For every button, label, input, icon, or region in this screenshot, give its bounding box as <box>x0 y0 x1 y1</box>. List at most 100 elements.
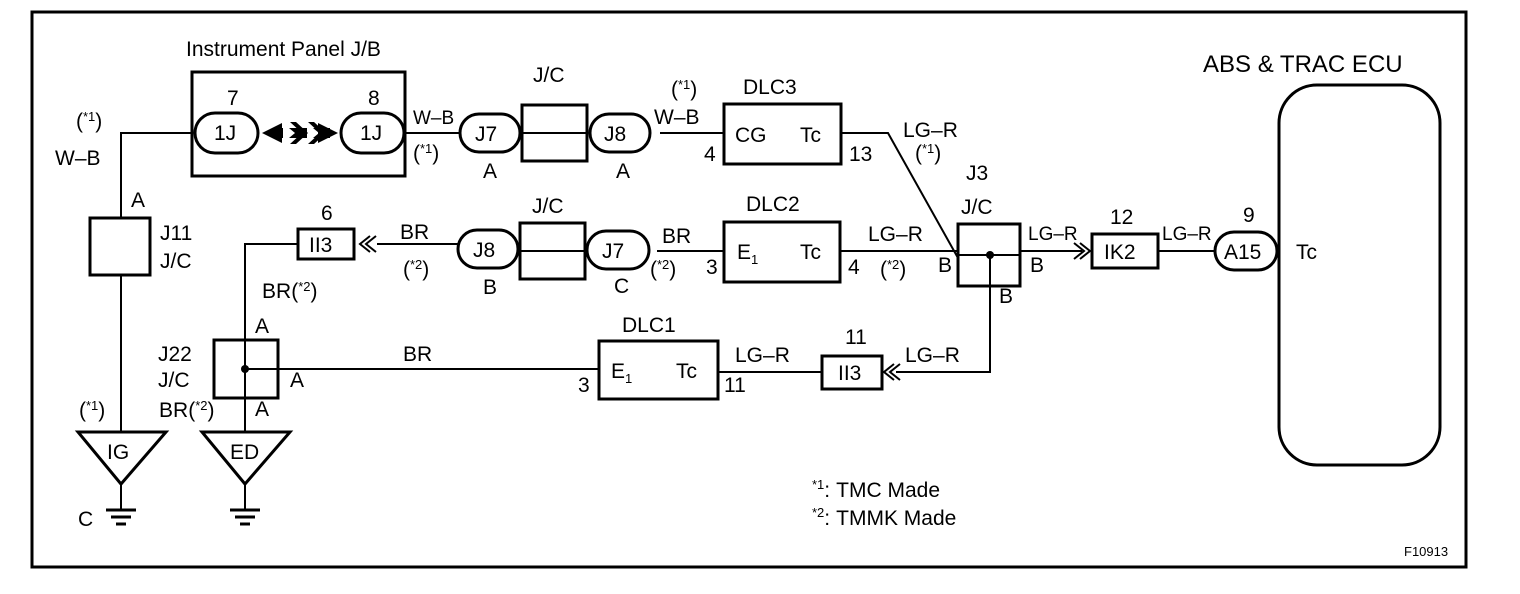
j22-pin-a-right: A <box>290 369 304 392</box>
wire-label-lgr-ik2-a15: LG–R <box>1162 224 1212 245</box>
j3-jc-label: J/C <box>961 196 993 219</box>
connector-j8-top-label: J8 <box>604 123 626 146</box>
dlc1-pin-11: 11 <box>724 374 746 397</box>
connector-1j-label-8: 1J <box>360 122 382 145</box>
wire-label-br-ed: BR(*2) <box>159 398 214 422</box>
j11-jc-label: J/C <box>160 250 192 273</box>
wire-lgr-dlc3-j3 <box>841 132 959 259</box>
ed-triangle <box>198 430 294 487</box>
j3-pin-b-right: B <box>1030 254 1044 277</box>
j11-box <box>88 216 152 277</box>
dlc2-term-e1: E1 <box>737 241 758 267</box>
connector-a15 <box>1213 230 1279 272</box>
wire-label-wb-dlc3: W–B <box>654 106 700 129</box>
dlc1-label: DLC1 <box>622 314 676 337</box>
mark-1-jb: (*1) <box>76 109 102 133</box>
wire-label-br-ii3: BR <box>400 221 429 244</box>
arrow-ii3-bottom-1 <box>888 363 901 381</box>
arrow-ik2-1 <box>1073 242 1086 260</box>
connector-j7-mid-label: J7 <box>602 240 624 263</box>
wb-labels: (*1) W–B W–B (*1) (*1) W–B <box>55 77 700 170</box>
ed-label: ED <box>230 441 259 464</box>
dlc3-label: DLC3 <box>743 76 797 99</box>
pin-8: 8 <box>368 87 380 110</box>
dlc3-pin-13: 13 <box>849 143 872 166</box>
dlc2: DLC2 E1 Tc 3 4 LG–R (*2) <box>706 193 923 284</box>
dlc3-term-tc: Tc <box>800 124 821 147</box>
legend: *1:TMC Made *2:TMMK Made <box>812 477 956 530</box>
arrow-ii3-bottom-2 <box>882 363 895 381</box>
abs-trac-ecu: ABS & TRAC ECU Tc <box>1203 51 1442 467</box>
j3-pin-b-left: B <box>938 254 952 277</box>
mark-2-br-ii3: (*2) <box>403 257 429 281</box>
ii3-pin-11: 11 <box>845 326 867 349</box>
instrument-panel-label: Instrument Panel J/B <box>186 38 381 61</box>
connector-ii3-bottom-label: II3 <box>838 362 861 385</box>
legend-tmmk: *2:TMMK Made <box>812 505 956 530</box>
ground-ig: (*1) IG C <box>74 398 170 531</box>
mark-1-lgr-dlc3: (*1) <box>915 141 941 165</box>
j11-pin-a: A <box>131 189 145 212</box>
dlc3-pin-4: 4 <box>704 143 716 166</box>
connector-j8-mid-label: J8 <box>473 239 495 262</box>
abs-ecu-box <box>1277 83 1442 467</box>
j22-pin-a-bottom: A <box>255 398 269 421</box>
wire-label-wb-jb: W–B <box>413 108 454 129</box>
dlc1-box <box>597 339 720 401</box>
abs-ecu-term-tc: Tc <box>1296 241 1317 264</box>
j22-jc: A J22 J/C A A <box>158 315 304 421</box>
j11-label: J11 <box>160 222 192 245</box>
ii3-pin-6: 6 <box>321 202 333 225</box>
wire-label-lgr-dlc1: LG–R <box>735 344 790 367</box>
j3-label: J3 <box>966 162 988 185</box>
connector-ik2-label: IK2 <box>1104 241 1136 264</box>
connector-ii3-top <box>296 227 356 261</box>
dlc2-label: DLC2 <box>746 193 800 216</box>
connector-j8-mid <box>456 228 520 270</box>
pin-b-j8-mid: B <box>483 276 497 299</box>
connector-j7-top <box>458 112 522 154</box>
dlc2-pin-4: 4 <box>848 256 860 279</box>
pin-c-j7-mid: C <box>614 275 629 298</box>
connector-j8-top <box>588 112 652 154</box>
right-connectors: LG–R 12 IK2 LG–R 9 A15 <box>1028 204 1279 272</box>
ig-triangle <box>74 430 170 487</box>
arrow-ii3-top-1 <box>364 235 377 253</box>
dlc2-pin-3: 3 <box>706 256 718 279</box>
connector-ii3-bottom <box>820 354 884 391</box>
connector-1j-pin8 <box>339 111 406 155</box>
connector-1j-label-7: 1J <box>214 122 236 145</box>
mark-1-wb-dlc3: (*1) <box>671 77 697 101</box>
abs-ecu-label: ABS & TRAC ECU <box>1203 51 1403 78</box>
connector-1j-pin7 <box>193 111 260 155</box>
wire-lgr-j3-ii3 <box>896 255 991 373</box>
dlc1-term-tc: Tc <box>676 360 697 383</box>
mark-1-wb-jb: (*1) <box>413 141 439 165</box>
a15-pin-9: 9 <box>1243 204 1255 227</box>
mark-2-lgr-dlc2: (*2) <box>880 257 906 281</box>
middle-row: 6 II3 BR (*2) BR(*2) J8 B J/C J7 C BR (*… <box>262 195 691 303</box>
ground-ed: BR(*2) ED <box>159 398 294 526</box>
dlc1: BR DLC1 E1 Tc 3 11 LG–R 11 II3 LG–R <box>403 314 960 401</box>
mark-1-ig: (*1) <box>79 398 105 422</box>
ig-label: IG <box>107 441 129 464</box>
connector-a15-label: A15 <box>1224 241 1261 264</box>
j22-label: J22 <box>158 343 192 366</box>
jc-top-label: J/C <box>533 64 565 87</box>
j3-jc: J3 J/C B B B <box>938 162 1044 308</box>
wire-label-br-dlc2: BR <box>662 225 691 248</box>
instrument-panel-jb: Instrument Panel J/B 1J 1J 7 8 <box>186 38 407 178</box>
wire-label-br-j22: BR(*2) <box>262 279 317 303</box>
wire-label-lgr-j3-ik2: LG–R <box>1028 224 1078 245</box>
internal-link-arrows <box>262 122 338 144</box>
jc-mid-label: J/C <box>532 195 564 218</box>
wire-label-br-dlc1: BR <box>403 343 432 366</box>
j22-pin-a-top: A <box>255 315 269 338</box>
arrow-ik2-2 <box>1079 242 1092 260</box>
wire-label-lgr-dlc3: LG–R <box>903 119 958 142</box>
j11-jc: A J11 J/C <box>88 189 192 277</box>
pin-7: 7 <box>227 87 239 110</box>
connector-j7-mid <box>585 229 651 271</box>
dlc1-pin-3: 3 <box>578 374 590 397</box>
